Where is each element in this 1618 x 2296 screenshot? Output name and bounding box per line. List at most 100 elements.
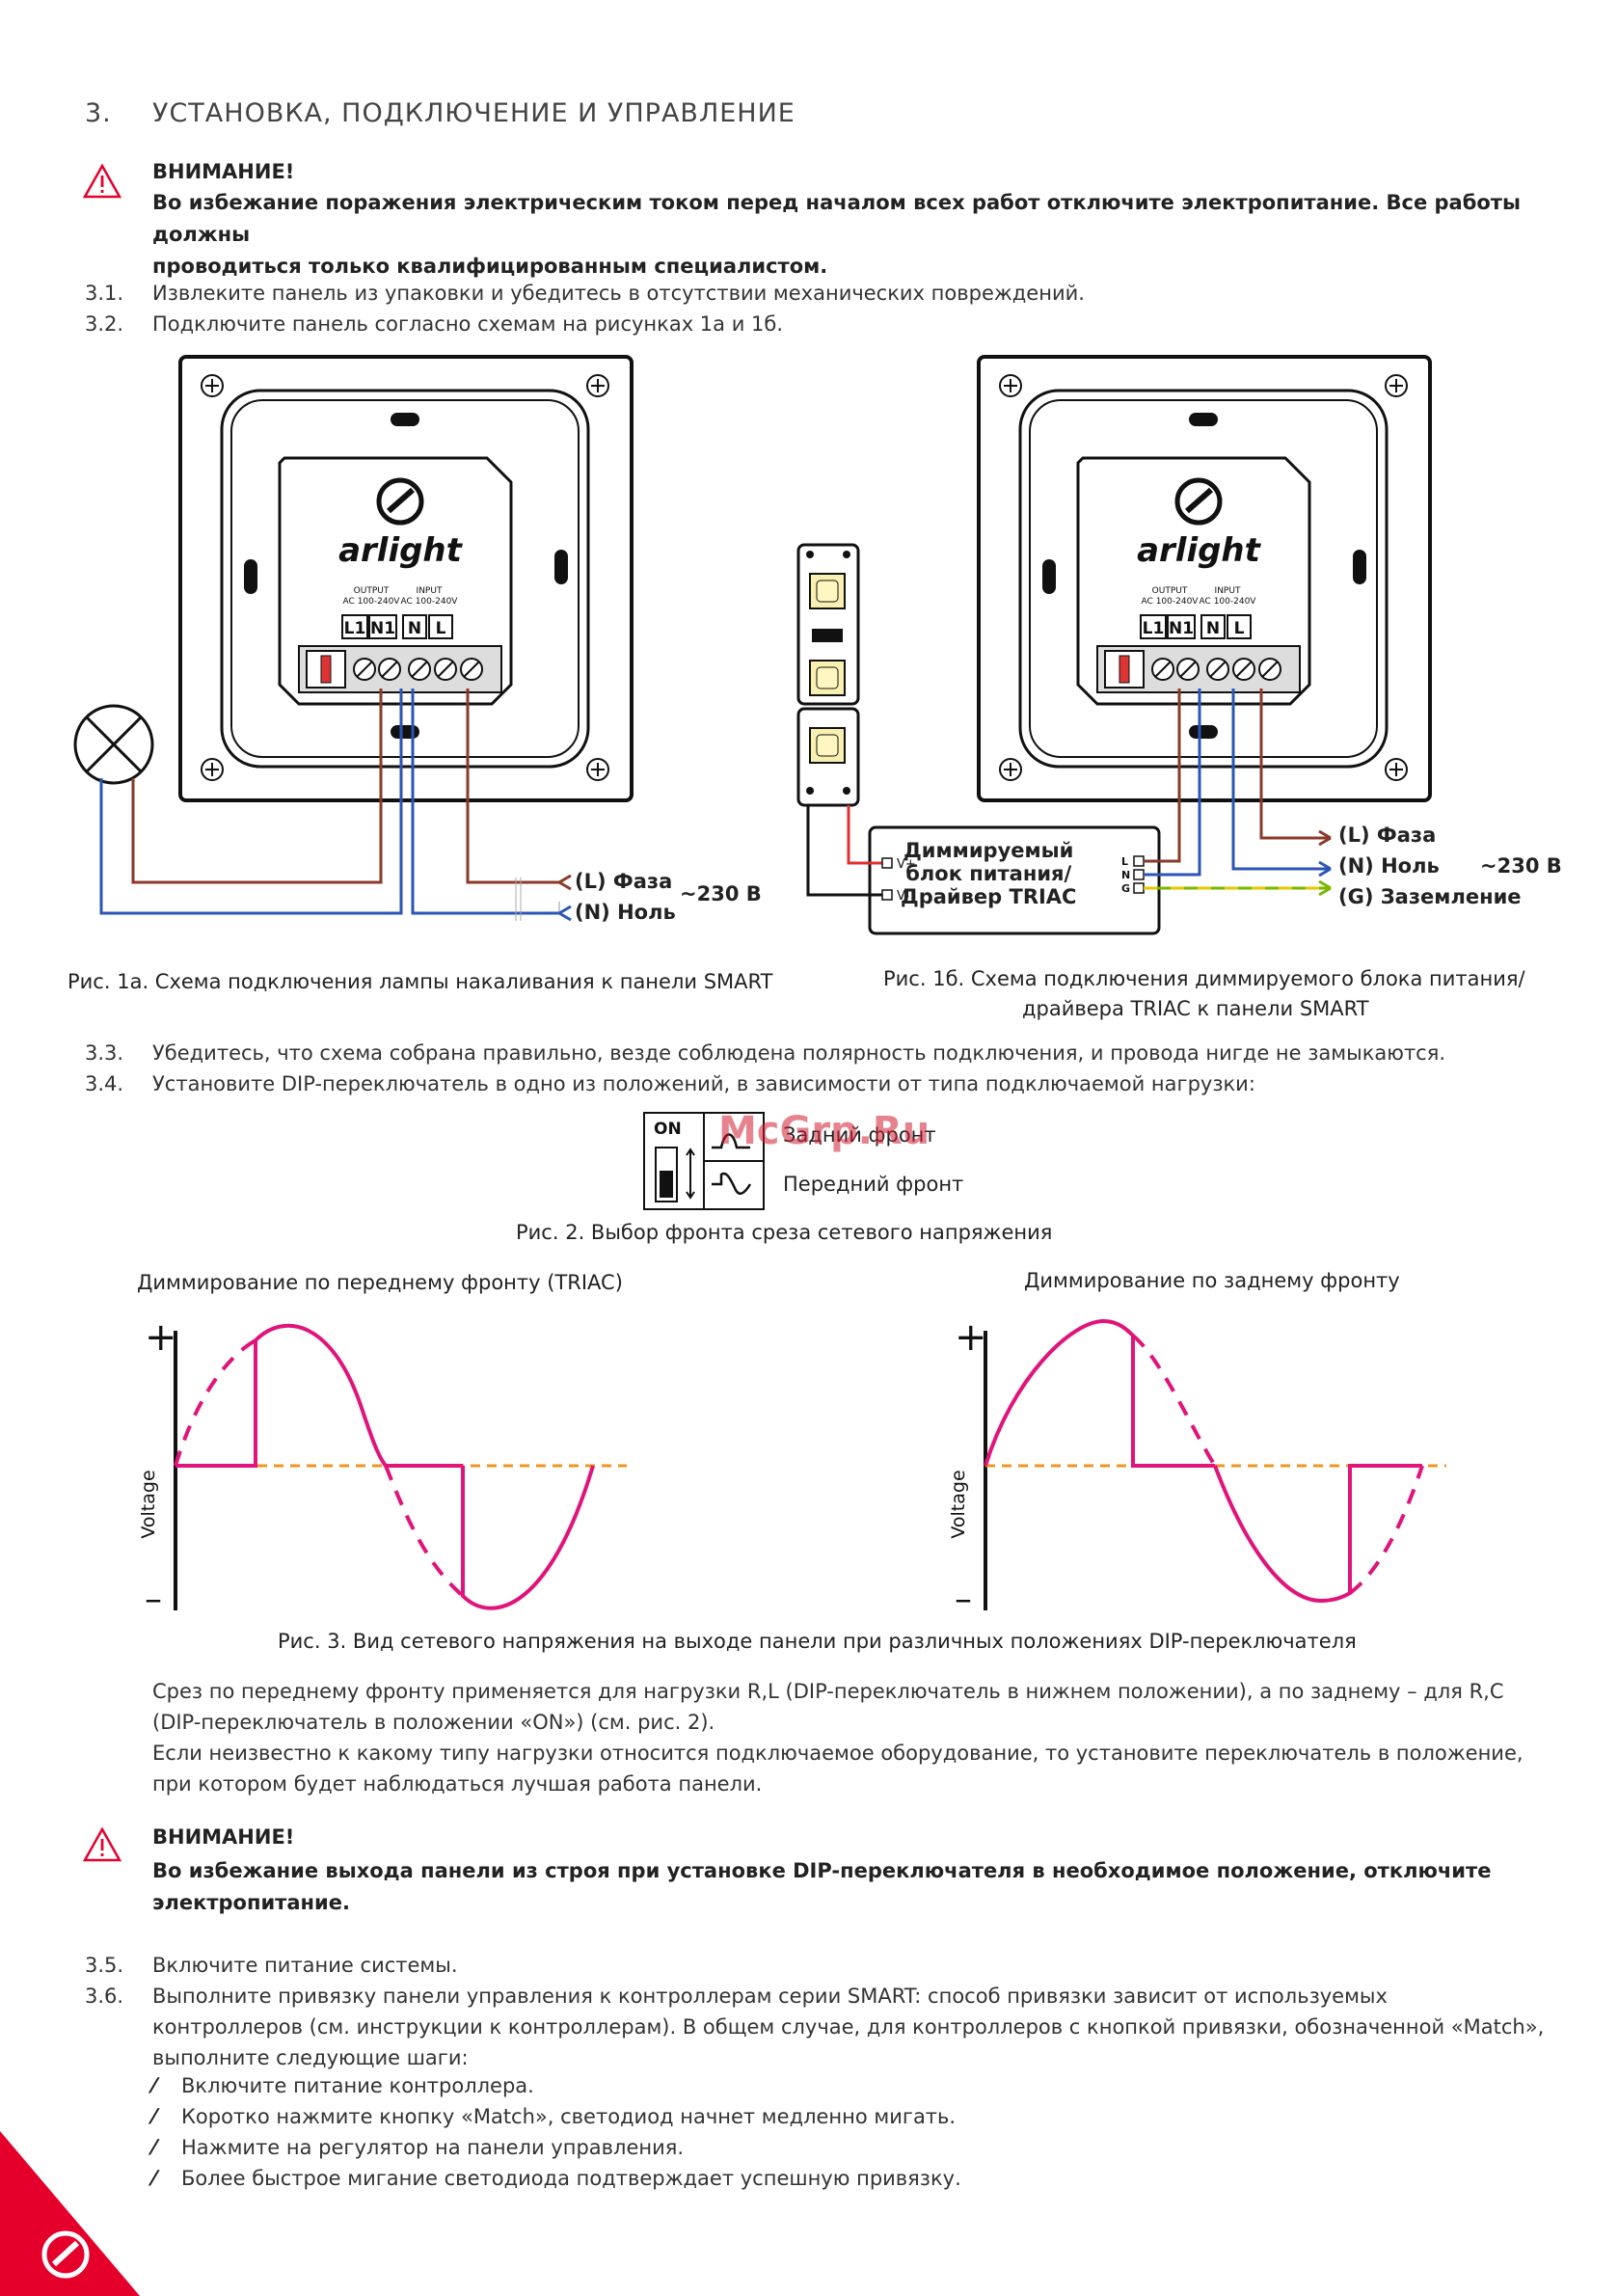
paragraph-line: Срез по переднему фронту применяется для… bbox=[152, 1680, 1504, 1703]
step-number: 3.2. bbox=[85, 312, 124, 336]
figure-caption: Рис. 1б. Схема подключения диммируемого … bbox=[883, 967, 1525, 990]
svg-text:OUTPUT: OUTPUT bbox=[1152, 586, 1188, 596]
arrow-bullet-icon: ⁄ bbox=[152, 2074, 156, 2097]
step-text: Выполните привязку панели управления к к… bbox=[152, 1985, 1388, 2008]
svg-text:–: – bbox=[145, 1580, 162, 1619]
list-item: ⁄ Коротко нажмите кнопку «Match», светоди… bbox=[152, 2105, 956, 2128]
step-number: 3.6. bbox=[85, 1985, 124, 2008]
svg-text:N: N bbox=[1206, 619, 1220, 638]
warning-line: электропитание. bbox=[152, 1891, 350, 1914]
step-text: Убедитесь, что схема собрана правильно, … bbox=[152, 1041, 1446, 1065]
list-item: ⁄ Нажмите на регулятор на панели управлен… bbox=[152, 2136, 684, 2159]
figure-caption: Рис. 2. Выбор фронта среза сетевого напр… bbox=[516, 1221, 1053, 1244]
svg-text:OUTPUT: OUTPUT bbox=[354, 586, 390, 596]
svg-text:AC 100-240V: AC 100-240V bbox=[343, 597, 401, 607]
svg-text:N1: N1 bbox=[1169, 619, 1194, 638]
wiring-diagram-driver: V+ V- L N G arlight OUTPUT AC 100-240V I… bbox=[796, 355, 1432, 935]
arrow-bullet-icon: ⁄ bbox=[152, 2136, 156, 2159]
svg-text:L: L bbox=[1234, 619, 1245, 638]
waveform-leading-edge: + – Voltage bbox=[138, 1315, 627, 1619]
driver-label-line: Драйвер TRIAC bbox=[901, 885, 1077, 908]
step-number: 3.5. bbox=[85, 1954, 124, 1977]
phase-label: (L) Фаза bbox=[575, 870, 673, 893]
paragraph-line: Если неизвестно к какому типу нагрузки о… bbox=[152, 1742, 1524, 1765]
svg-text:+: + bbox=[955, 1315, 987, 1360]
neutral-label: (N) Ноль bbox=[1338, 854, 1440, 878]
svg-text:INPUT: INPUT bbox=[417, 586, 443, 596]
warning-title: ВНИМАНИЕ! bbox=[152, 160, 295, 183]
led-strip-icon bbox=[796, 543, 860, 807]
svg-text:Voltage: Voltage bbox=[948, 1470, 969, 1538]
phase-label: (L) Фаза bbox=[1338, 824, 1437, 847]
warning-icon bbox=[83, 1827, 121, 1862]
figure-caption: Рис. 1а. Схема подключения лампы накалив… bbox=[67, 970, 773, 993]
ground-label: (G) Заземление bbox=[1338, 885, 1522, 908]
paragraph-line: при котором будет наблюдаться лучшая раб… bbox=[152, 1772, 763, 1796]
section-title: УСТАНОВКА, ПОДКЛЮЧЕНИЕ И УПРАВЛЕНИЕ bbox=[152, 98, 796, 128]
step-item: 3.1. Извлеките панель из упаковки и убеди… bbox=[85, 278, 1531, 309]
paragraph-line: (DIP-переключатель в положении «ON») (см… bbox=[152, 1711, 715, 1734]
brand-corner-tab bbox=[0, 2131, 140, 2296]
step-item: 3.6. Выполните привязку панели управления… bbox=[85, 1981, 1531, 2012]
svg-text:G: G bbox=[1121, 882, 1130, 895]
leading-edge-icon bbox=[712, 1172, 752, 1196]
dip-switch-diagram: ON bbox=[643, 1112, 765, 1210]
list-item: ⁄ Более быстрое мигание светодиода подтве… bbox=[152, 2167, 961, 2190]
step-number: 3.1. bbox=[85, 282, 124, 305]
svg-text:arlight: arlight bbox=[1137, 531, 1262, 570]
svg-text:AC 100-240V: AC 100-240V bbox=[401, 597, 459, 607]
driver-box bbox=[868, 825, 1161, 935]
warning-title: ВНИМАНИЕ! bbox=[152, 1825, 295, 1849]
svg-text:L1: L1 bbox=[344, 619, 366, 638]
driver-label-line: блок питания/ bbox=[905, 862, 1072, 885]
warning-line: Во избежание поражения электрическим ток… bbox=[152, 191, 1521, 246]
step-text: Подключите панель согласно схемам на рис… bbox=[152, 312, 784, 336]
step-text: Извлеките панель из упаковки и убедитесь… bbox=[152, 282, 1085, 305]
step-number: 3.3. bbox=[85, 1041, 124, 1065]
step-item: 3.4. Установите DIP-переключатель в одно … bbox=[85, 1068, 1531, 1099]
svg-text:N: N bbox=[408, 619, 421, 638]
svg-text:L1: L1 bbox=[1143, 619, 1165, 638]
neutral-label: (N) Ноль bbox=[575, 901, 676, 924]
arrow-bullet-icon: ⁄ bbox=[152, 2167, 156, 2190]
warning-text: Во избежание выхода панели из строя при … bbox=[152, 1855, 1570, 1919]
svg-text:L: L bbox=[1121, 855, 1128, 868]
svg-text:–: – bbox=[955, 1580, 972, 1619]
step-number: 3.4. bbox=[85, 1072, 124, 1095]
svg-text:Voltage: Voltage bbox=[138, 1470, 159, 1538]
warning-icon bbox=[83, 164, 121, 199]
svg-text:AC 100-240V: AC 100-240V bbox=[1142, 597, 1200, 607]
step-text: выполните следующие шаги: bbox=[152, 2046, 469, 2069]
chart-title-left: Диммирование по переднему фронту (TRIAC) bbox=[137, 1271, 623, 1294]
leading-edge-label: Передний фронт bbox=[783, 1173, 964, 1196]
step-text: Включите питание системы. bbox=[152, 1954, 458, 1977]
wiring-diagram-lamp: arlight OUTPUT AC 100-240V INPUT AC 100-… bbox=[73, 355, 634, 922]
svg-text:V+: V+ bbox=[897, 857, 916, 872]
svg-text:N1: N1 bbox=[370, 619, 395, 638]
warning-text: Во избежание поражения электрическим ток… bbox=[152, 187, 1570, 283]
step-item: 3.3. Убедитесь, что схема собрана правиль… bbox=[85, 1038, 1531, 1068]
arrow-bullet-icon: ⁄ bbox=[152, 2105, 156, 2128]
svg-text:V-: V- bbox=[897, 889, 909, 904]
svg-text:AC 100-240V: AC 100-240V bbox=[1200, 597, 1257, 607]
list-item-text: Более быстрое мигание светодиода подтвер… bbox=[181, 2167, 961, 2190]
chart-title-right: Диммирование по заднему фронту bbox=[1024, 1269, 1400, 1292]
warning-line: проводиться только квалифицированным спе… bbox=[152, 255, 828, 278]
trailing-edge-icon bbox=[712, 1133, 750, 1149]
svg-text:+: + bbox=[145, 1315, 177, 1360]
step-text: Установите DIP-переключатель в одно из п… bbox=[152, 1072, 1255, 1095]
svg-text:L: L bbox=[436, 619, 446, 638]
driver-label: Диммируемый блок питания/ Драйвер TRIAC bbox=[901, 839, 1076, 908]
voltage-label: ~230 В bbox=[1480, 854, 1562, 878]
section-heading: 3.УСТАНОВКА, ПОДКЛЮЧЕНИЕ И УПРАВЛЕНИЕ bbox=[85, 98, 796, 128]
step-item: 3.5. Включите питание системы. bbox=[85, 1950, 1531, 1981]
brand-logo-icon bbox=[41, 2230, 90, 2279]
svg-text:INPUT: INPUT bbox=[1215, 586, 1241, 596]
list-item-text: Коротко нажмите кнопку «Match», светодио… bbox=[181, 2105, 957, 2128]
watermark: McGrp.Ru bbox=[718, 1109, 930, 1153]
list-item-text: Нажмите на регулятор на панели управлени… bbox=[181, 2136, 685, 2159]
explanation-paragraph: Срез по переднему фронту применяется для… bbox=[152, 1676, 1570, 1799]
warning-line: Во избежание выхода панели из строя при … bbox=[152, 1859, 1492, 1882]
list-item: ⁄Включите питание контроллера. bbox=[152, 2074, 534, 2097]
figure-caption: драйвера TRIAC к панели SMART bbox=[1022, 997, 1369, 1020]
